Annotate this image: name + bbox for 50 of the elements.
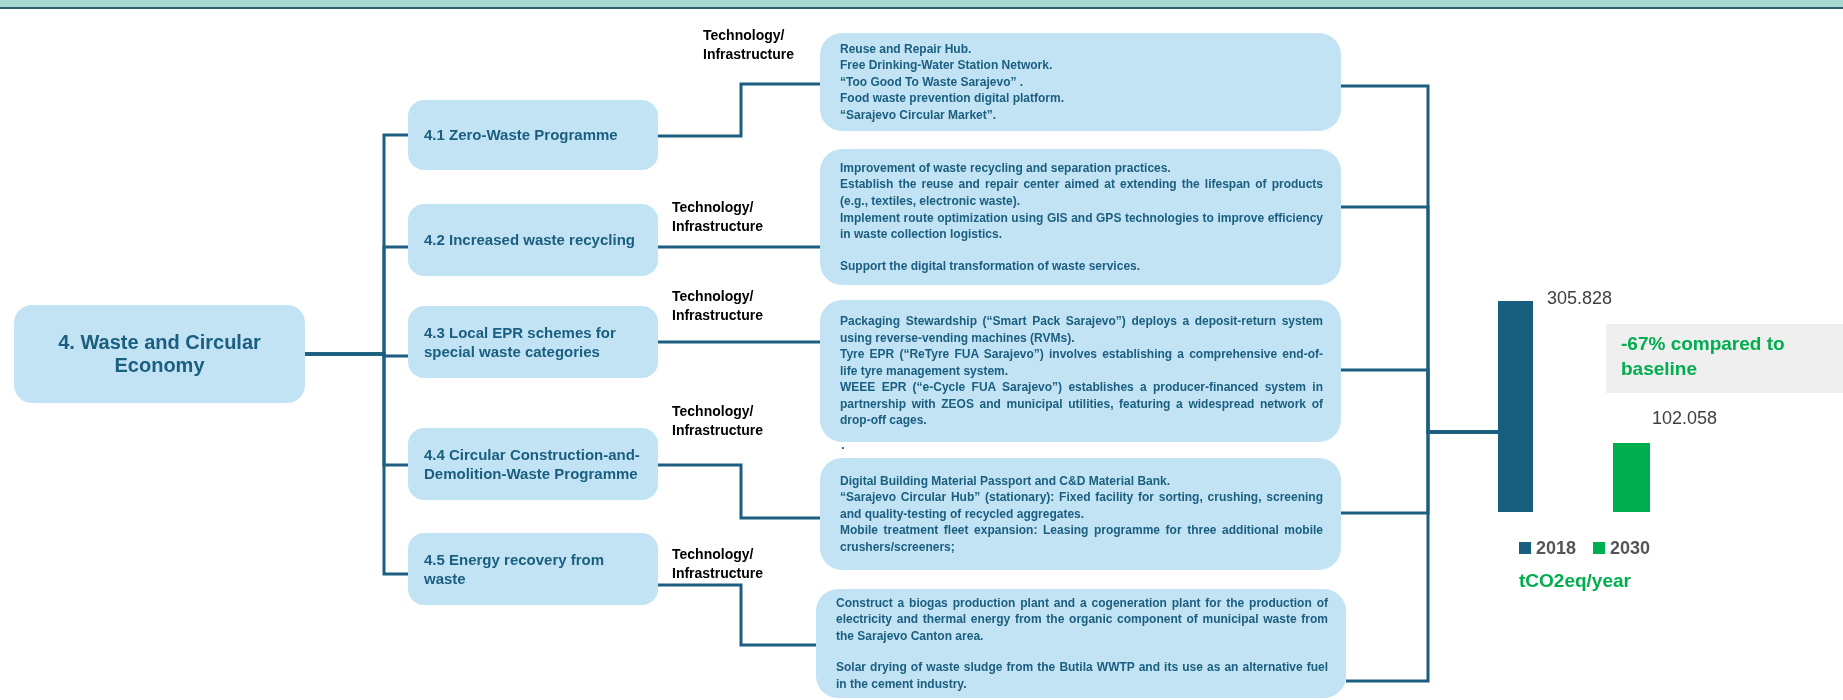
- annotation-callout: -67% compared to baseline: [1606, 324, 1843, 393]
- action-text: Packaging Stewardship (“Smart Pack Sarajevo”) deploys a deposit-return system using reverse-vending machines (RVMs).: [840, 313, 1323, 347]
- connector-line: [658, 583, 816, 647]
- connector-line: [658, 463, 820, 520]
- value-label: 305.828: [1547, 288, 1613, 309]
- action-text: Support the digital transformation of waste services.: [840, 257, 1142, 275]
- action-text: WEEE EPR (“e-Cycle FUA Sarajevo”) establishes a producer-financed system in partnership with ZEOS and municipal utilities, featuring a widespread network of drop-off cages.: [840, 379, 1323, 429]
- connector-line: [305, 352, 408, 576]
- measure-box: [408, 533, 658, 605]
- action-text: Reuse and Repair Hub.: [840, 40, 973, 58]
- connector-line: [658, 245, 820, 249]
- action-text: Mobile treatment fleet expansion: Leasing programme for three additional mobile crushers/screeners;: [840, 522, 1323, 556]
- action-text: Construct a biogas production plant and a cogeneration plant for the production of electricity and thermal energy from the organic component of municipal waste from the Sarajevo Canton area.: [836, 594, 1328, 645]
- action-text: Digital Building Material Passport and C&D Material Bank.: [840, 472, 1172, 490]
- box-title: 4.5 Energy recovery from waste: [424, 549, 606, 589]
- bar: [1498, 301, 1533, 512]
- bar: [1613, 443, 1650, 512]
- legend-label: 2030: [1610, 538, 1651, 558]
- measure-box: [408, 306, 658, 378]
- connector-line: [658, 340, 820, 344]
- category-box: [14, 305, 305, 403]
- box-title: 4.4 Circular Construction-and-Demolition-Waste Programme: [424, 444, 641, 484]
- action-box: [820, 33, 1341, 131]
- action-text: “Too Good To Waste Sarajevo” .: [840, 73, 1025, 91]
- value-label: 102.058: [1652, 408, 1718, 429]
- unit-label: tCO2eq/year: [1519, 570, 1631, 592]
- measure-box: [408, 204, 658, 276]
- measure-box: [408, 428, 658, 500]
- action-text: “Sarajevo Circular Hub” (stationary): Fixed facility for sorting, crushing, screening and quality-testing of recycled aggregates.: [840, 489, 1323, 523]
- connector-line: [1346, 430, 1498, 683]
- action-box: [820, 300, 1341, 442]
- action-text: Solar drying of waste sludge from the Butila WWTP and its use as an alternative fuel in the cement industry.: [836, 659, 1328, 693]
- action-text: Establish the reuse and repair center aimed at extending the lifespan of products (e.g., textiles, electronic waste).: [840, 176, 1323, 210]
- action-text: Improvement of waste recycling and separation practices.: [840, 159, 1172, 177]
- connector-line: [658, 82, 820, 138]
- action-text: Implement route optimization using GIS and GPS technologies to improve efficiency in waste collection logistics.: [840, 209, 1323, 243]
- box-title: 4.3 Local EPR schemes for special waste categories: [424, 322, 617, 362]
- legend-label: 2018: [1536, 538, 1577, 558]
- action-box: [820, 149, 1341, 285]
- box-title: 4.2 Increased waste recycling: [424, 230, 636, 250]
- box-title: 4.1 Zero-Waste Programme: [424, 125, 619, 145]
- action-text: Free Drinking-Water Station Network.: [840, 57, 1054, 74]
- box-title: 4. Waste and Circular Economy: [57, 331, 262, 377]
- measure-box: [408, 100, 658, 170]
- action-text: Tyre EPR (“ReTyre FUA Sarajevo”) involves establishing a comprehensive end-of-life tyre management system.: [840, 346, 1323, 380]
- action-text: Food waste prevention digital platform.: [840, 90, 1065, 107]
- action-box: [816, 589, 1346, 698]
- action-box: [820, 458, 1341, 570]
- action-text: “Sarajevo Circular Market”.: [840, 106, 998, 124]
- note-text: .: [841, 437, 845, 452]
